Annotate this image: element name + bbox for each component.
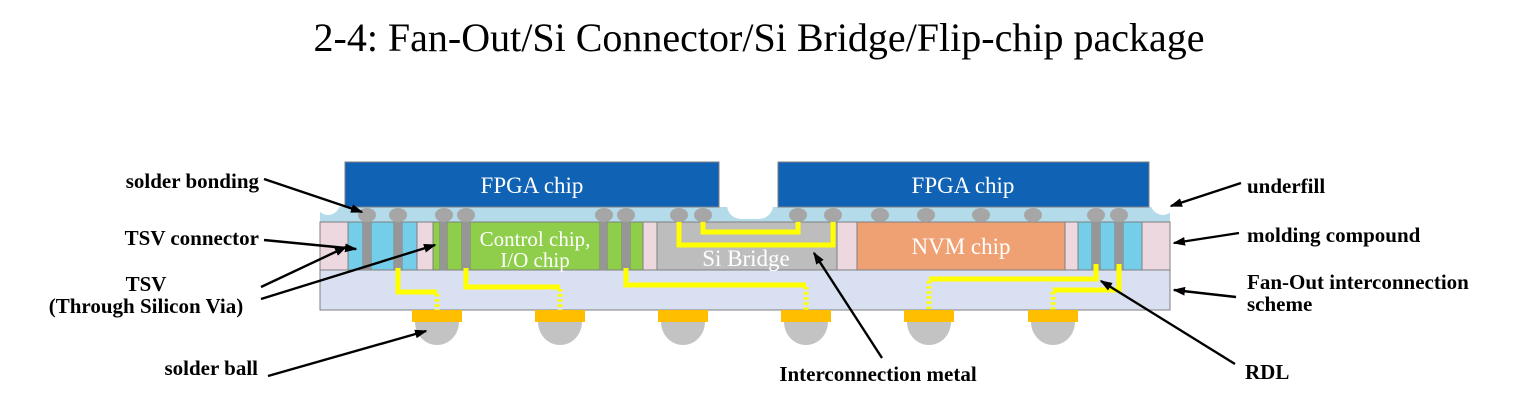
solder-balls xyxy=(415,322,1075,345)
arrow-rdl xyxy=(1099,279,1236,366)
control-chip-block xyxy=(446,221,463,271)
arrow-interconnection-metal xyxy=(812,251,884,359)
tsv-connector-block xyxy=(347,221,364,271)
tsv-via xyxy=(1092,217,1100,270)
nvm-chip-block xyxy=(856,221,1066,271)
tsv-via xyxy=(600,217,607,270)
bridge-metal-inner xyxy=(700,215,801,235)
si-bridge-label: Si Bridge xyxy=(702,246,790,271)
rdl-trace xyxy=(395,268,437,295)
solder-bump xyxy=(617,208,635,222)
tsv-via xyxy=(1115,217,1123,270)
solder-bump xyxy=(389,208,407,222)
fpga-left-label: FPGA chip xyxy=(481,173,584,198)
solder-bump xyxy=(457,208,475,222)
label-interconnection-metal: Interconnection metal xyxy=(779,362,976,386)
tsv-connector-block xyxy=(1099,221,1116,271)
solder-bump xyxy=(595,208,613,222)
molding-compound-block xyxy=(642,221,658,271)
arrow-tsv-1 xyxy=(260,245,348,289)
arrow-tsv-2 xyxy=(260,243,437,301)
solder-ball xyxy=(661,322,705,345)
solder-bump xyxy=(435,208,453,222)
tsv-via xyxy=(394,217,402,270)
arrow-molding-compound xyxy=(1172,231,1240,246)
tsv-via xyxy=(462,217,470,270)
solder-ball xyxy=(415,322,459,345)
molding-compound-block xyxy=(1064,221,1079,271)
page-title: 2-4: Fan-Out/Si Connector/Si Bridge/Flip… xyxy=(313,15,1205,60)
solder-bump xyxy=(824,208,842,222)
molding-compound-block xyxy=(836,221,858,271)
fanout-layer xyxy=(319,269,1171,311)
solder-ball xyxy=(907,322,951,345)
tsv-connector-block xyxy=(401,221,418,271)
ball-pad xyxy=(658,310,708,322)
solder-ball xyxy=(784,322,828,345)
solder-ball xyxy=(538,322,582,345)
annotation-arrows xyxy=(260,177,1242,378)
label-fanout-line1: Fan-Out interconnection xyxy=(1247,270,1469,294)
tsv-connector-block xyxy=(1077,221,1093,271)
tsv-connector-block xyxy=(1122,221,1143,271)
label-underfill: underfill xyxy=(1247,174,1325,198)
tsv-via xyxy=(622,217,630,270)
rdl-trace xyxy=(623,268,806,288)
fpga-right-label: FPGA chip xyxy=(912,173,1015,198)
solder-bumps xyxy=(358,208,1128,222)
rdl-trace xyxy=(929,264,1099,282)
solder-bump xyxy=(917,208,935,222)
label-molding-compound: molding compound xyxy=(1247,223,1421,247)
solder-ball xyxy=(1031,322,1075,345)
label-tsv-line2: (Through Silicon Via) xyxy=(49,294,244,318)
nvm-chip-label: NVM chip xyxy=(911,234,1010,259)
tsv-vias xyxy=(363,217,1123,270)
arrow-underfill xyxy=(1169,181,1242,208)
underfill-fillet-right xyxy=(1150,187,1176,215)
label-solder-ball: solder ball xyxy=(164,356,258,380)
rdl-traces xyxy=(395,264,1122,310)
ball-pad xyxy=(412,310,462,322)
arrow-solder-ball xyxy=(267,329,428,378)
tsv-via xyxy=(363,217,371,270)
rdl-trace xyxy=(463,268,560,290)
tsv-via xyxy=(440,217,447,270)
molding-band xyxy=(319,221,1171,271)
arrow-fanout-scheme xyxy=(1172,286,1237,299)
rdl-trace xyxy=(1053,264,1122,293)
ball-pad xyxy=(1028,310,1078,322)
solder-bonding-blob xyxy=(727,184,773,219)
solder-bump xyxy=(871,208,889,222)
fpga-chip-right xyxy=(777,161,1150,208)
solder-bump xyxy=(670,208,688,222)
control-chip-label-line1: Control chip, xyxy=(480,227,591,251)
ball-pad xyxy=(904,310,954,322)
solder-bump xyxy=(789,208,807,222)
solder-bump xyxy=(358,208,376,222)
solder-bump xyxy=(1087,208,1105,222)
label-fanout-line2: scheme xyxy=(1247,292,1312,316)
solder-bump xyxy=(1110,208,1128,222)
label-tsv-connector: TSV connector xyxy=(125,226,259,250)
label-solder-bonding: solder bonding xyxy=(126,169,260,193)
bridge-metal-outer xyxy=(676,215,836,248)
label-tsv-line1: TSV xyxy=(126,272,167,296)
ball-pads xyxy=(412,310,1078,322)
fpga-chip-left xyxy=(344,161,720,208)
solder-bump xyxy=(1024,208,1042,222)
molding-compound-block xyxy=(1141,221,1171,271)
label-rdl: RDL xyxy=(1245,360,1289,384)
ball-pad xyxy=(781,310,831,322)
control-chip-block xyxy=(606,221,623,271)
control-chip-block xyxy=(629,221,644,271)
ball-pad xyxy=(535,310,585,322)
solder-bump xyxy=(972,208,990,222)
arrow-solder-bonding xyxy=(263,177,364,214)
control-chip-label-line2: I/O chip xyxy=(500,248,569,272)
interconnection-metal-traces xyxy=(676,215,836,248)
solder-bump xyxy=(694,208,712,222)
